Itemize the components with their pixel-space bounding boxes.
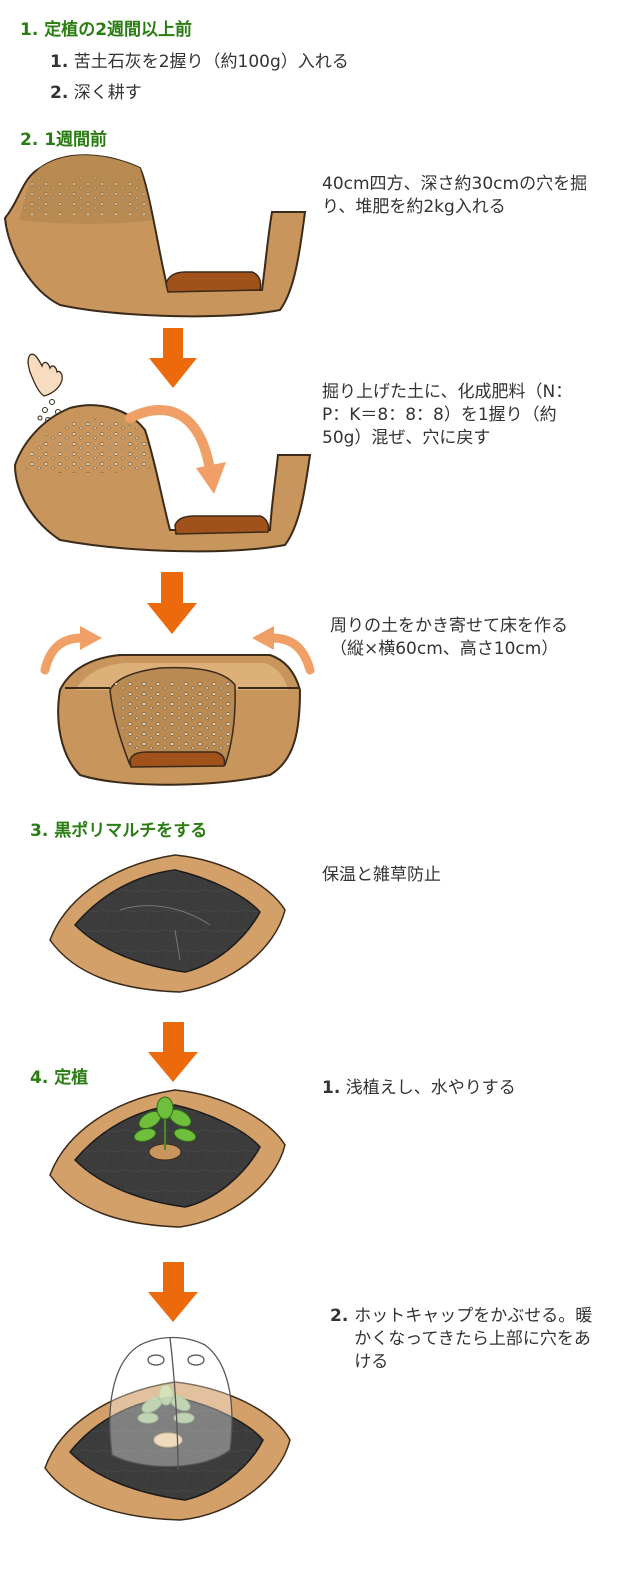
- planting-illustration: [49, 1089, 286, 1228]
- dome-cap-icon: [109, 1336, 233, 1471]
- curved-arrow-icon: [125, 405, 226, 494]
- down-arrow-icon: [148, 1262, 198, 1322]
- item-number: 1.: [50, 52, 69, 72]
- step1-heading: 1. 定植の2週間以上前: [20, 20, 193, 40]
- step4-item-2: 2. ホットキャップをかぶせる。暖かくなってきたら上部に穴をあける: [330, 1305, 600, 1374]
- item-number: 2.: [50, 83, 69, 103]
- hole-digging-illustration: [3, 154, 307, 318]
- item-text: 苦土石灰を2握り（約100g）入れる: [73, 52, 349, 72]
- seedling-icon: [137, 1384, 195, 1424]
- step2-heading: 2. 1週間前: [20, 130, 108, 150]
- item-number: 2.: [330, 1306, 349, 1326]
- hand-icon: [27, 353, 63, 397]
- down-arrow-icon: [148, 1022, 198, 1082]
- curved-arrow-icon: [252, 626, 315, 675]
- down-arrow-icon: [147, 572, 197, 634]
- step2-desc-fertilizer: 掘り上げた土に、化成肥料（N：P：K＝8：8：8）を1握り（約50g）混ぜ、穴に…: [322, 382, 573, 448]
- seedling-icon: [133, 1096, 197, 1150]
- item-text: 深く耕す: [73, 83, 142, 103]
- step2-desc-hole: 40cm四方、深さ約30cmの穴を掘り、堆肥を約2kg入れる: [322, 174, 588, 217]
- step1-item-2: 2. 深く耕す: [50, 78, 142, 103]
- item-text: ホットキャップをかぶせる。暖かくなってきたら上部に穴をあける: [354, 1306, 593, 1372]
- step2-desc-bed: 周りの土をかき寄せて床を作る（縦×横60cm、高さ10cm）: [330, 616, 568, 659]
- step4-heading: 4. 定植: [30, 1068, 89, 1088]
- item-text: 浅植えし、水やりする: [345, 1078, 516, 1098]
- item-number: 1.: [322, 1078, 341, 1098]
- step4-item-1: 1. 浅植えし、水やりする: [322, 1073, 516, 1098]
- mulch-illustration: [49, 854, 286, 993]
- fertilizer-illustration: [13, 353, 312, 553]
- hot-cap-illustration: [44, 1336, 291, 1521]
- step3-desc: 保温と雑草防止: [322, 865, 441, 885]
- step1-item-1: 1. 苦土石灰を2握り（約100g）入れる: [50, 47, 349, 72]
- down-arrow-icon: [149, 328, 197, 388]
- step3-heading: 3. 黒ポリマルチをする: [30, 821, 208, 841]
- raised-bed-illustration: [40, 626, 315, 786]
- curved-arrow-icon: [40, 626, 102, 675]
